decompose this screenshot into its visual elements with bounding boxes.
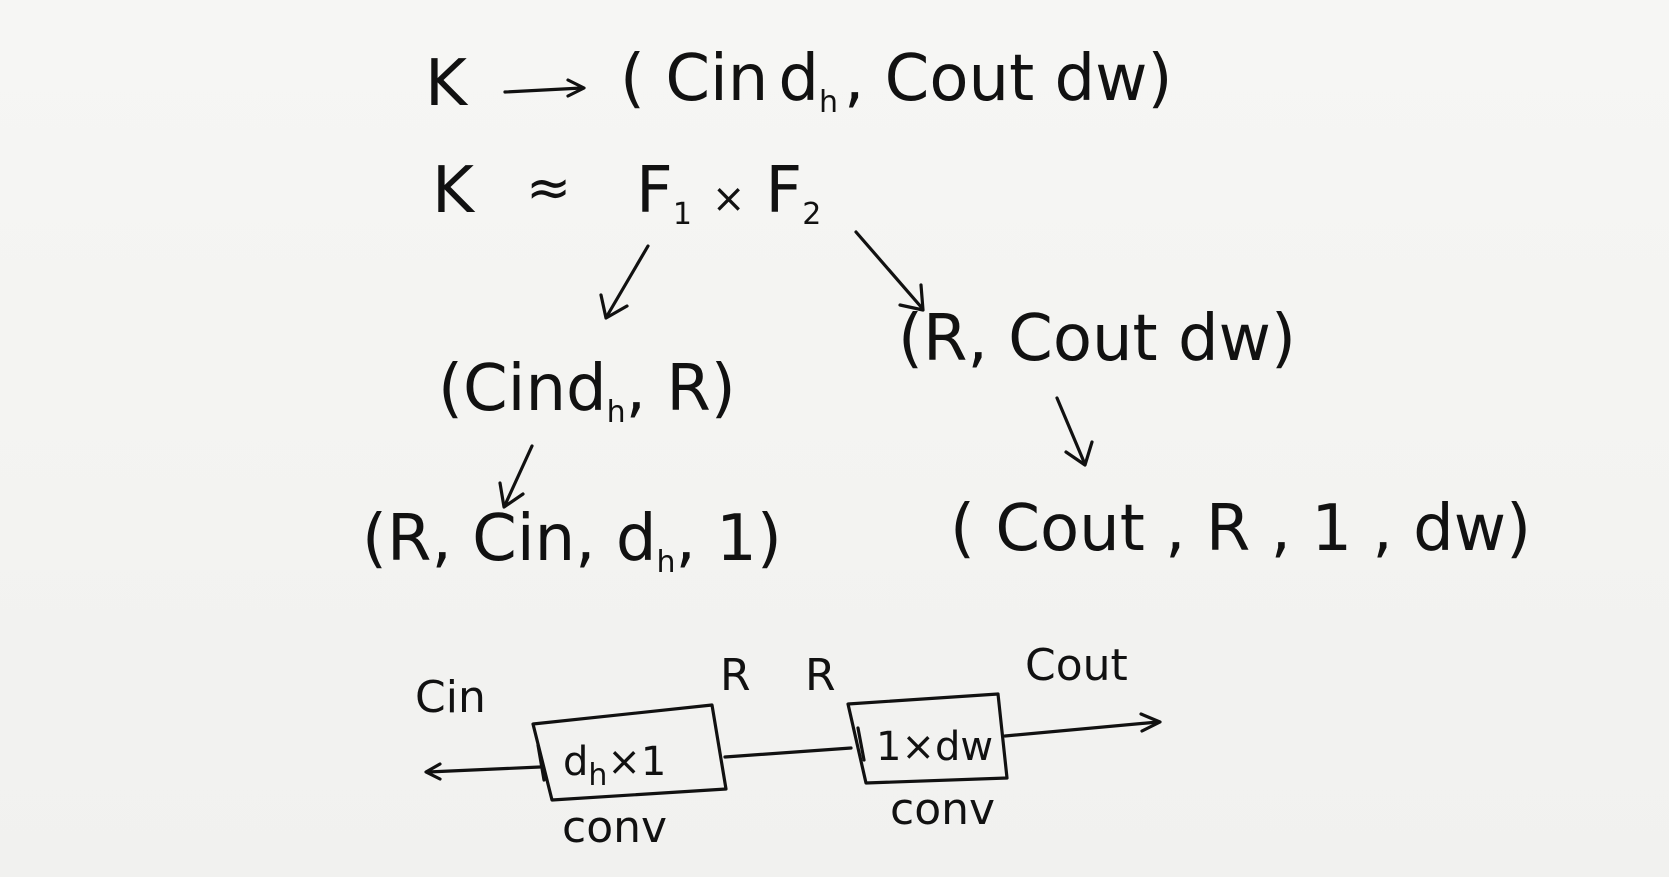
conv-box-2: 1×dw xyxy=(846,692,1009,785)
f1-sub: 1 xyxy=(673,197,692,232)
f1-label: F xyxy=(636,154,673,228)
down-right-arrow-icon xyxy=(854,230,925,312)
down-left-arrow-icon xyxy=(498,444,534,509)
box1-caption: conv xyxy=(562,802,667,853)
svg-text:(Cindh, R): (Cindh, R) xyxy=(438,352,736,430)
output-arrow-icon xyxy=(1003,712,1162,738)
right-top-tuple: (R, Cout dw) xyxy=(898,302,1296,376)
down-arrow-icon xyxy=(1055,396,1094,467)
box1-post: ×1 xyxy=(607,739,666,785)
mid-label-left: R xyxy=(720,650,751,701)
right-bottom-tuple: ( Cout , R , 1 , dw) xyxy=(950,492,1531,566)
left-top-post: , R) xyxy=(626,352,736,426)
f2-sub: 2 xyxy=(802,197,821,232)
times-symbol: × xyxy=(712,176,746,222)
eq1-sub-h: h xyxy=(819,85,838,120)
left-top-sub: h xyxy=(607,395,626,430)
svg-text:( Cindh, Cout dw): ( Cindh, Cout dw) xyxy=(620,42,1172,120)
left-bottom-tuple: (R, Cin, d xyxy=(362,502,656,576)
left-top-tuple: (Cind xyxy=(438,352,607,426)
box2-label: 1×dw xyxy=(876,724,993,770)
input-arrow-icon xyxy=(424,762,542,781)
eq2-lhs: K xyxy=(432,154,476,228)
svg-text:(R, Cin, dh, 1): (R, Cin, dh, 1) xyxy=(362,502,782,580)
svg-text:F1×F2: F1×F2 xyxy=(636,154,821,232)
right-arrow-icon xyxy=(503,78,586,98)
box2-caption: conv xyxy=(890,784,995,835)
approx-symbol: ≈ xyxy=(526,156,571,219)
eq1-d: d xyxy=(778,42,819,116)
left-bottom-post: , 1) xyxy=(675,502,781,576)
eq1-rhs-rest: , Cout dw) xyxy=(844,42,1172,116)
eq1-rhs-open: ( Cin xyxy=(620,42,768,116)
down-left-arrow-icon xyxy=(599,244,650,320)
box1-label: d xyxy=(563,739,588,785)
input-label: Cin xyxy=(415,672,486,723)
connector-line xyxy=(723,746,853,759)
box1-sub: h xyxy=(588,758,607,793)
svg-text:dh×1: dh×1 xyxy=(563,739,666,793)
mid-label-right: R xyxy=(805,650,836,701)
f2-label: F xyxy=(765,154,802,228)
output-label: Cout xyxy=(1025,640,1128,691)
left-bottom-sub: h xyxy=(656,545,675,580)
eq1-lhs: K xyxy=(425,47,469,121)
conv-box-1: dh×1 xyxy=(531,703,728,802)
